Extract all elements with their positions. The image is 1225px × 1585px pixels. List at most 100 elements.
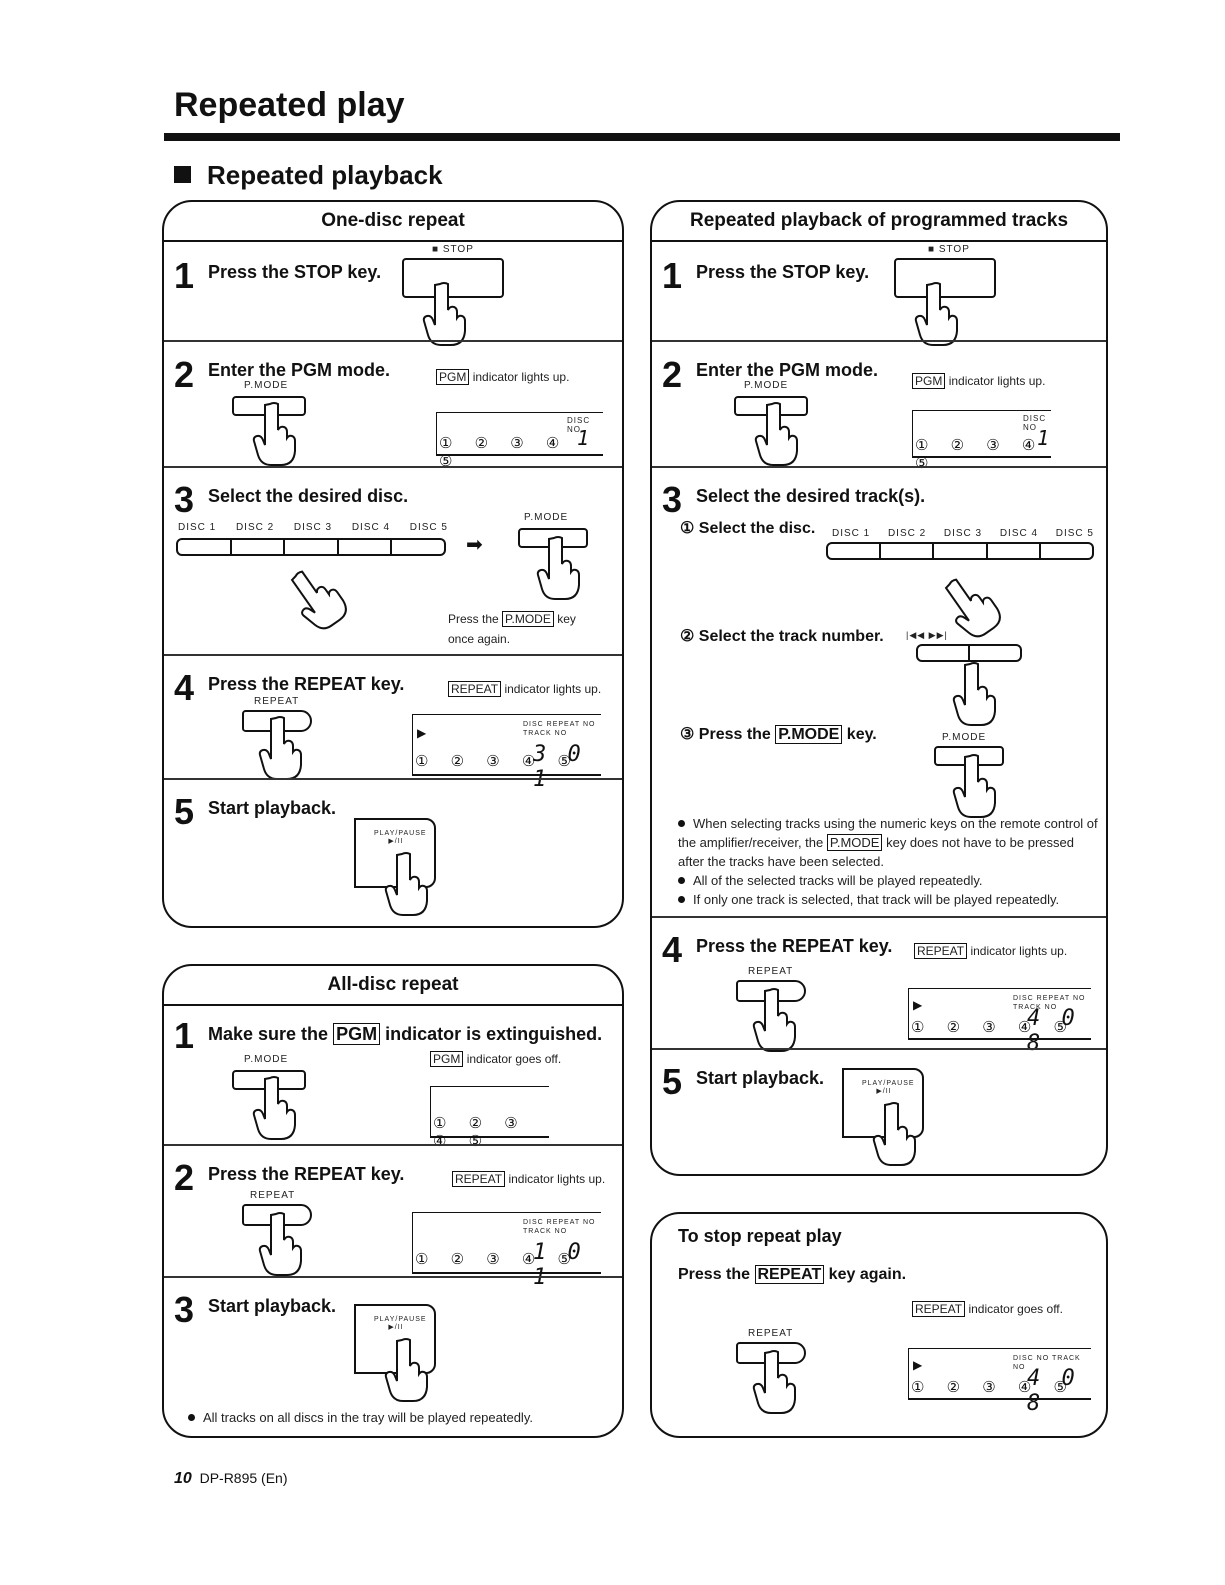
sub-step-text: key.: [846, 726, 877, 743]
play-arrow-icon: ▶: [913, 1358, 923, 1372]
disc-1-key[interactable]: [176, 538, 232, 556]
disc-5-key[interactable]: [392, 538, 446, 556]
display-labels: DISC NO TRACK NO: [1013, 1355, 1081, 1371]
pmode-key-label: P.MODE: [244, 1054, 289, 1065]
play-arrow-icon: ▶: [913, 998, 923, 1012]
panel-header: Repeated playback of programmed tracks: [652, 202, 1106, 242]
note-text: When selecting tracks using the numeric …: [678, 816, 1098, 850]
disc-4-key[interactable]: [338, 538, 393, 556]
indicator-note-text: indicator lights up.: [472, 370, 570, 384]
bullet-icon: [678, 896, 685, 903]
step-text: Press the REPEAT key.: [208, 1164, 405, 1184]
note-text: Press the: [448, 612, 499, 626]
square-bullet-icon: [174, 166, 191, 183]
disc-3-key[interactable]: [934, 542, 988, 560]
sub-step: ① Select the disc.: [680, 520, 816, 537]
pmode-inline-key: P.MODE: [775, 725, 843, 744]
disc-label: DISC 2: [235, 522, 275, 533]
indicator-note: PGM indicator lights up.: [436, 369, 570, 385]
disc-2-key[interactable]: [881, 542, 935, 560]
step-number: 3: [174, 1289, 195, 1330]
step-number: 1: [174, 1015, 195, 1056]
skip-forward-key[interactable]: [970, 644, 1022, 662]
indicator-note: REPEAT indicator lights up.: [914, 943, 1068, 959]
bullet-icon: [678, 877, 685, 884]
hand-pointer-icon: [252, 402, 296, 466]
indicator-note-text: indicator goes off.: [968, 1302, 1063, 1316]
disc-label: DISC 4: [351, 522, 391, 533]
title-rule: [164, 133, 1120, 141]
panel-header: All-disc repeat: [164, 966, 622, 1006]
step-number: 2: [174, 1157, 195, 1198]
instruction-text: Press the: [678, 1266, 751, 1283]
segment-readout: 3 0 1: [533, 742, 585, 792]
note-text: If only one track is selected, that trac…: [693, 892, 1060, 907]
display-labels: DISC REPEAT NO TRACK NO: [523, 1219, 596, 1235]
display-top-line: [913, 410, 1051, 411]
step-number: 3: [662, 479, 683, 520]
note-text: key does not have to be pressed after th…: [678, 835, 1074, 869]
disc-5-key[interactable]: [1040, 542, 1095, 560]
disc-label: DISC 5: [1055, 528, 1094, 539]
skip-keys-label: |◀◀ ▶▶|: [906, 630, 948, 640]
play-pause-key[interactable]: PLAY/PAUSE ▶/II: [354, 1304, 436, 1374]
divider: [652, 916, 1106, 918]
step-text: Press the STOP key.: [696, 262, 870, 282]
display-top-line: [413, 1212, 601, 1213]
display-labels: DISC REPEAT NO TRACK NO: [1013, 995, 1086, 1011]
hand-pointer-icon: [280, 560, 353, 637]
hand-pointer-icon: [752, 1350, 796, 1414]
hand-pointer-icon: [384, 1338, 428, 1402]
disc-indicators: ① ② ③ ④ ⑤: [911, 1019, 1076, 1036]
hand-pointer-icon: [384, 852, 428, 916]
play-pause-key[interactable]: PLAY/PAUSE ▶/II: [842, 1068, 924, 1138]
disc-4-key[interactable]: [987, 542, 1041, 560]
disc-1-key[interactable]: [826, 542, 882, 560]
bullet-icon: [188, 1414, 195, 1421]
play-arrow-icon: ▶: [417, 726, 427, 740]
step-text: Enter the PGM mode.: [696, 360, 879, 380]
step-text: Make sure the PGM indicator is extinguis…: [208, 1023, 602, 1045]
indicator-note-text: indicator lights up.: [970, 944, 1068, 958]
display-panel: DISC REPEAT NO TRACK NO ▶ ① ② ③ ④ ⑤ 3 0 …: [412, 714, 601, 792]
pmode-inline-key: P.MODE: [502, 611, 554, 627]
panel-note: All tracks on all discs in the tray will…: [188, 1408, 533, 1427]
step-text: Start playback.: [208, 1296, 337, 1316]
pmode-key-label: P.MODE: [942, 732, 987, 743]
note-item: All of the selected tracks will be playe…: [678, 871, 1100, 890]
divider: [164, 654, 622, 656]
indicator-note-text: indicator lights up.: [504, 682, 602, 696]
step-number: 2: [174, 354, 195, 395]
display-panel: DISC REPEAT NO TRACK NO ▶ ① ② ③ ④ ⑤ 4 0 …: [908, 988, 1091, 1056]
repeat-key-label: REPEAT: [748, 1328, 794, 1339]
repeat-key-label: REPEAT: [250, 1190, 296, 1201]
step-text: Press the REPEAT key.: [208, 674, 405, 694]
hand-pointer-icon: [872, 1102, 916, 1166]
stop-key-label: ■ STOP: [432, 244, 474, 255]
disc-key-labels: DISC 1 DISC 2 DISC 3 DISC 4 DISC 5: [178, 522, 448, 533]
page-title: Repeated play: [174, 86, 405, 124]
note-text: All tracks on all discs in the tray will…: [203, 1410, 533, 1425]
disc-key-labels: DISC 1 DISC 2 DISC 3 DISC 4 DISC 5: [832, 528, 1094, 539]
step-note: once again.: [448, 632, 511, 646]
skip-back-key[interactable]: [916, 644, 970, 662]
disc-3-key[interactable]: [285, 538, 339, 556]
disc-label: DISC 3: [943, 528, 983, 539]
hand-pointer-icon: [914, 282, 958, 346]
display-top-line: [909, 1348, 1091, 1349]
arrow-right-icon: ➡: [466, 534, 483, 556]
play-pause-key[interactable]: PLAY/PAUSE ▶/II: [354, 818, 436, 888]
stop-key[interactable]: [894, 258, 996, 298]
note-text: key: [557, 612, 576, 626]
indicator-note: PGM indicator goes off.: [430, 1051, 561, 1067]
indicator-note: REPEAT indicator lights up.: [448, 681, 602, 697]
hand-pointer-icon: [536, 536, 580, 600]
note-item: If only one track is selected, that trac…: [678, 890, 1100, 909]
divider: [652, 340, 1106, 342]
sub-step-text: ③ Press the: [680, 726, 771, 743]
disc-2-key[interactable]: [231, 538, 286, 556]
display-panel: DISC NO ① ② ③ ④ ⑤ 1: [436, 412, 603, 470]
stop-key[interactable]: [402, 258, 504, 298]
display-label: DISC NO: [1023, 414, 1047, 432]
play-pause-label: PLAY/PAUSE ▶/II: [374, 1316, 427, 1331]
